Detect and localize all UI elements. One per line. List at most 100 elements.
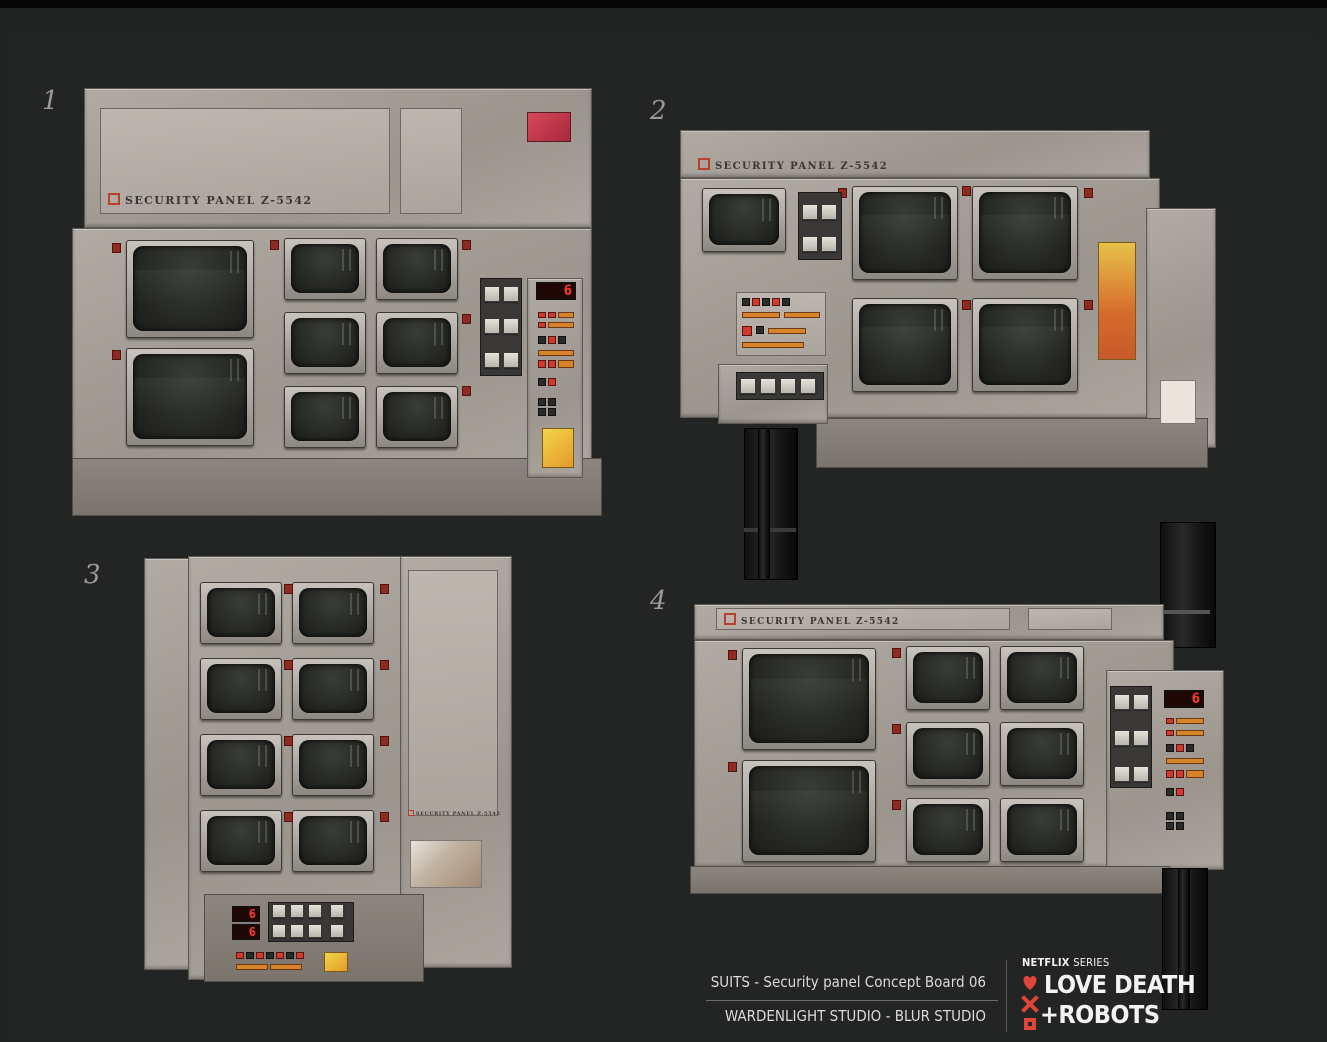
panel-4-stop-button[interactable] [1133, 694, 1149, 710]
panel-2-switch[interactable] [762, 298, 770, 306]
panel-2-switch[interactable] [756, 326, 764, 334]
panel-4-base [690, 866, 1170, 894]
credit-vertical-separator [1006, 960, 1007, 1032]
panel-4-indicator-led [1176, 744, 1184, 752]
panel-4-switch[interactable] [1166, 812, 1174, 820]
panel-2-lower-button[interactable] [760, 378, 776, 394]
panel-3-switch[interactable] [266, 952, 274, 959]
panel-3-console-button[interactable] [272, 924, 286, 938]
panel-4-monitor-small-6 [1000, 798, 1084, 862]
panel-4-alarm-icon [892, 724, 901, 734]
panel-1-switch[interactable] [558, 336, 566, 344]
panel-3-alarm-icon [380, 736, 389, 746]
panel-1-stop-button[interactable] [503, 286, 519, 302]
panel-4-switch[interactable] [1166, 788, 1174, 796]
panel-2-switch[interactable] [742, 298, 750, 306]
panel-3-right-window [408, 570, 498, 816]
panel-4-indicator-led [1166, 718, 1174, 724]
panel-1-switch[interactable] [538, 336, 546, 344]
panel-1-stop-button[interactable] [503, 352, 519, 368]
logo-title-line1: LOVE DEATH [1044, 970, 1196, 999]
panel-1-top-window [100, 108, 390, 214]
panel-1-red-sticker [527, 112, 571, 142]
panel-2-monitor-5 [972, 298, 1078, 392]
panel-3-switch[interactable] [246, 952, 254, 959]
panel-4-alarm-icon [728, 762, 737, 772]
netflix-wordmark: NETFLIX SERIES [1022, 956, 1110, 969]
panel-3-monitor-4 [292, 658, 374, 720]
panel-number-1: 1 [42, 86, 59, 116]
panel-2-switch[interactable] [782, 298, 790, 306]
panel-3-console-button[interactable] [290, 924, 304, 938]
panel-1-monitor-small-6 [376, 386, 458, 448]
panel-1-indicator-led [548, 312, 556, 318]
panel-1-top-small-window [400, 108, 462, 214]
panel-1-alarm-icon [112, 350, 121, 360]
panel-4-alarm-icon [728, 650, 737, 660]
panel-3-console-button[interactable] [330, 904, 344, 918]
panel-3-console-button[interactable] [290, 904, 304, 918]
panel-4-indicator-led [1166, 730, 1174, 736]
panel-1-indicator-led [558, 360, 574, 368]
panel-3-switch[interactable] [286, 952, 294, 959]
panel-2-indicator-led [742, 312, 780, 318]
panel-4-stop-button[interactable] [1133, 730, 1149, 746]
panel-3-alarm-icon [284, 736, 293, 746]
panel-1-start-button[interactable] [484, 318, 500, 334]
panel-4-switch[interactable] [1186, 744, 1194, 752]
panel-1-monitor-small-2 [376, 238, 458, 300]
panel-1-monitor-large-1 [126, 240, 254, 338]
panel-2-stop-button[interactable] [821, 204, 837, 220]
panel-1-switch[interactable] [538, 408, 546, 416]
panel-2-start-button[interactable] [802, 236, 818, 252]
panel-1-monitor-small-5 [284, 386, 366, 448]
panel-1-switch[interactable] [538, 398, 546, 406]
panel-4-indicator-led [1176, 730, 1204, 736]
panel-3-console-button[interactable] [308, 904, 322, 918]
panel-3-console-button[interactable] [272, 904, 286, 918]
panel-2-alarm-icon [1084, 188, 1093, 198]
panel-1-monitor-small-4 [376, 312, 458, 374]
panel-2-lower-button[interactable] [780, 378, 796, 394]
panel-4-stop-button[interactable] [1133, 766, 1149, 782]
panel-4-switch[interactable] [1176, 812, 1184, 820]
panel-2-lower-button[interactable] [740, 378, 756, 394]
panel-2-stop-button[interactable] [821, 236, 837, 252]
panel-3-monitor-2 [292, 582, 374, 644]
panel-3-indicator-led [296, 952, 304, 959]
panel-1-switch[interactable] [548, 398, 556, 406]
panel-1-monitor-large-2 [126, 348, 254, 446]
panel-2-cable-conduit-inner [758, 428, 770, 580]
panel-1-indicator-led [558, 312, 574, 318]
panel-1-start-button[interactable] [484, 286, 500, 302]
panel-2-alarm-icon [962, 186, 971, 196]
panel-3-indicator-led [236, 952, 244, 959]
panel-4-switch[interactable] [1176, 822, 1184, 830]
panel-4-switch[interactable] [1166, 744, 1174, 752]
panel-2-start-button[interactable] [802, 204, 818, 220]
panel-1-start-button[interactable] [484, 352, 500, 368]
panel-1-switch[interactable] [548, 408, 556, 416]
panel-2-cable-conduit [744, 428, 798, 580]
panel-1-stop-button[interactable] [503, 318, 519, 334]
panel-4-start-button[interactable] [1114, 694, 1130, 710]
panel-number-4: 4 [650, 586, 667, 616]
panel-1-indicator-led [538, 312, 546, 318]
panel-1-indicator-led [548, 378, 556, 386]
panel-4-start-button[interactable] [1114, 730, 1130, 746]
panel-4-monitor-small-4 [1000, 722, 1084, 786]
panel-1-indicator-led [538, 360, 546, 368]
panel-2-alarm-icon [962, 300, 971, 310]
panel-2-monitor-3 [972, 186, 1078, 280]
panel-1-switch[interactable] [538, 378, 546, 386]
panel-4-monitor-small-3 [906, 722, 990, 786]
panel-3-console-button[interactable] [330, 924, 344, 938]
panel-3-console-button[interactable] [308, 924, 322, 938]
panel-3-digit-display-2: 6 [232, 924, 260, 940]
panel-3-indicator-led [256, 952, 264, 959]
panel-4-start-button[interactable] [1114, 766, 1130, 782]
panel-4-switch[interactable] [1166, 822, 1174, 830]
panel-2-lower-button[interactable] [800, 378, 816, 394]
panel-2-indicator-led [768, 328, 806, 334]
